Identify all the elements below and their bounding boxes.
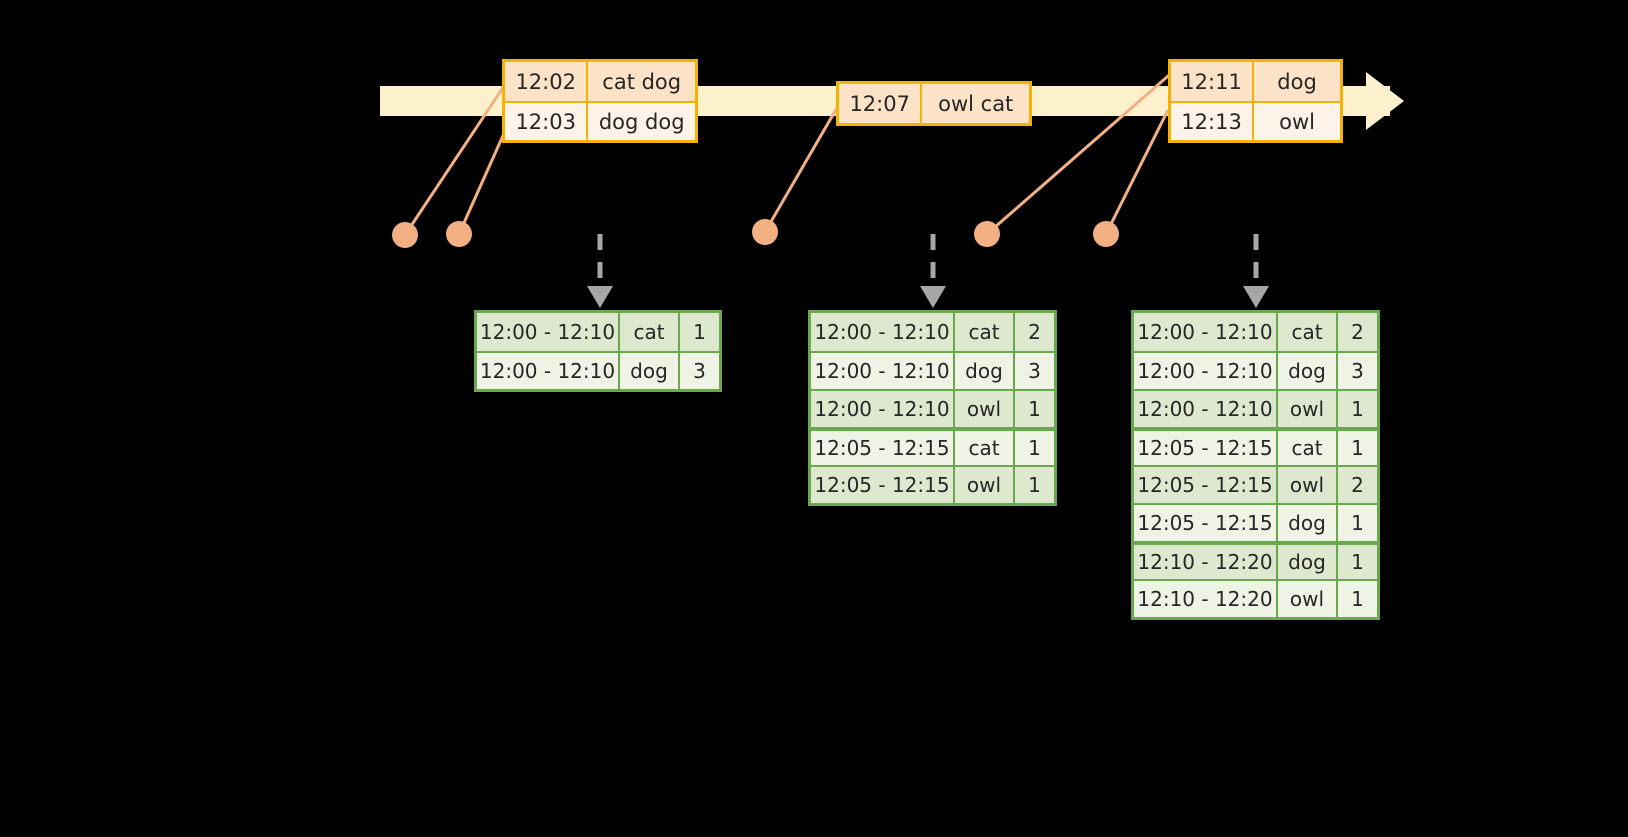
timeline-arrowhead-icon xyxy=(1366,72,1404,130)
count-cell: 2 xyxy=(1338,467,1377,503)
key-cell: owl xyxy=(1278,581,1338,617)
count-cell: 1 xyxy=(1015,431,1054,465)
key-cell: dog xyxy=(955,353,1015,389)
key-cell: owl xyxy=(955,391,1015,427)
key-cell: dog xyxy=(1278,353,1338,389)
dashed-arrow-head-icon xyxy=(920,286,946,308)
key-cell: dog xyxy=(620,353,680,389)
key-cell: dog xyxy=(1278,505,1338,541)
key-cell: cat xyxy=(1278,313,1338,351)
window-cell: 12:05 - 12:15 xyxy=(1134,467,1278,503)
key-cell: cat xyxy=(955,313,1015,351)
connector-dot xyxy=(752,219,778,245)
connector-dot xyxy=(392,222,418,248)
connector-dot xyxy=(1093,221,1119,247)
event-time: 12:11 xyxy=(1171,62,1255,101)
window-cell: 12:10 - 12:20 xyxy=(1134,545,1278,579)
window-cell: 12:05 - 12:15 xyxy=(811,431,955,465)
window-cell: 12:00 - 12:10 xyxy=(477,313,620,351)
event-value: owl cat xyxy=(922,84,1029,123)
count-cell: 1 xyxy=(1015,391,1054,427)
connector-dot xyxy=(974,221,1000,247)
window-cell: 12:05 - 12:15 xyxy=(1134,505,1278,541)
dashed-down-arrows xyxy=(587,234,1269,308)
window-cell: 12:00 - 12:10 xyxy=(1134,353,1278,389)
dashed-arrow-head-icon xyxy=(1243,286,1269,308)
event-time: 12:07 xyxy=(839,84,923,123)
event-value: owl xyxy=(1254,103,1340,140)
count-cell: 1 xyxy=(1338,581,1377,617)
count-cell: 1 xyxy=(1338,431,1377,465)
count-cell: 1 xyxy=(1338,545,1377,579)
key-cell: cat xyxy=(1278,431,1338,465)
key-cell: cat xyxy=(620,313,680,351)
connector-dots xyxy=(392,219,1119,248)
event-time: 12:13 xyxy=(1171,103,1255,140)
count-cell: 1 xyxy=(1015,467,1054,503)
key-cell: cat xyxy=(955,431,1015,465)
window-cell: 12:00 - 12:10 xyxy=(477,353,620,389)
count-cell: 3 xyxy=(680,353,719,389)
window-cell: 12:05 - 12:15 xyxy=(811,467,955,503)
count-cell: 3 xyxy=(1015,353,1054,389)
window-cell: 12:00 - 12:10 xyxy=(811,313,955,351)
window-cell: 12:00 - 12:10 xyxy=(1134,313,1278,351)
window-cell: 12:00 - 12:10 xyxy=(811,391,955,427)
connector-dot xyxy=(446,221,472,247)
key-cell: owl xyxy=(1278,467,1338,503)
dashed-arrow-head-icon xyxy=(587,286,613,308)
count-cell: 2 xyxy=(1338,313,1377,351)
connector-line xyxy=(1104,109,1170,235)
window-cell: 12:10 - 12:20 xyxy=(1134,581,1278,617)
count-cell: 1 xyxy=(1338,505,1377,541)
count-cell: 1 xyxy=(680,313,719,351)
key-cell: dog xyxy=(1278,545,1338,579)
window-cell: 12:00 - 12:10 xyxy=(811,353,955,389)
window-cell: 12:05 - 12:15 xyxy=(1134,431,1278,465)
window-cell: 12:00 - 12:10 xyxy=(1134,391,1278,427)
event-value: cat dog xyxy=(588,62,695,101)
count-cell: 2 xyxy=(1015,313,1054,351)
event-time: 12:02 xyxy=(505,62,589,101)
event-value: dog xyxy=(1254,62,1340,101)
count-cell: 1 xyxy=(1338,391,1377,427)
key-cell: owl xyxy=(955,467,1015,503)
count-cell: 3 xyxy=(1338,353,1377,389)
event-time: 12:03 xyxy=(505,103,589,140)
event-value: dog dog xyxy=(588,103,695,140)
key-cell: owl xyxy=(1278,391,1338,427)
